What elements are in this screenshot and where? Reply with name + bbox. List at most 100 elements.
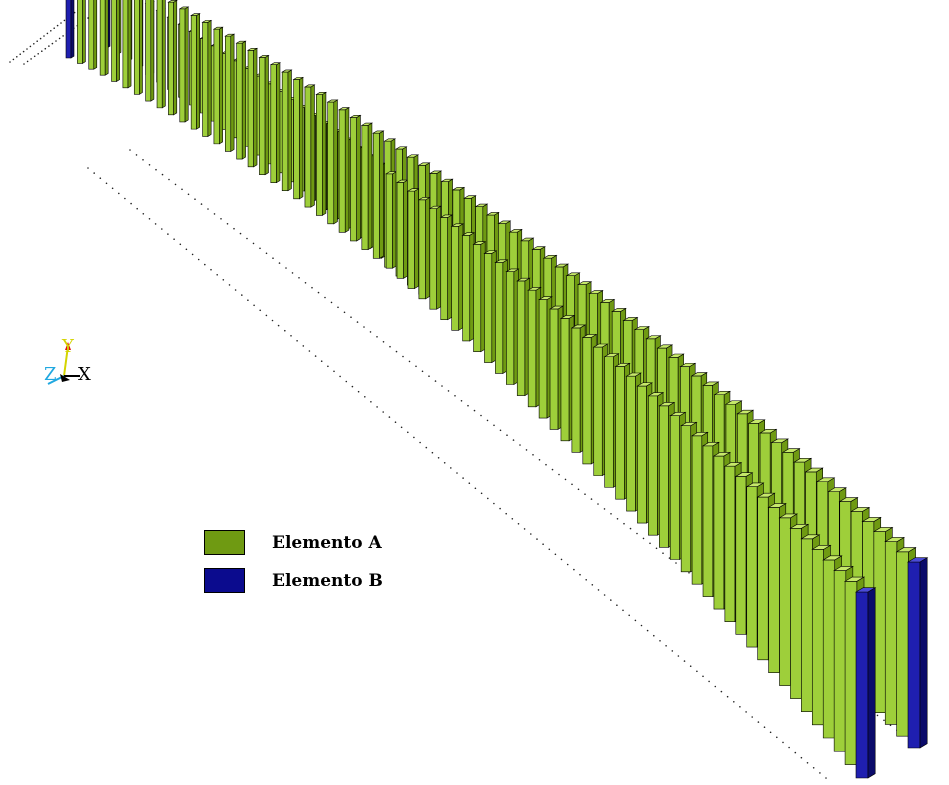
column-elements [65, 0, 929, 779]
guide-dot [174, 183, 177, 186]
column-face [179, 8, 186, 123]
column-face [735, 476, 747, 635]
column-top [440, 178, 454, 182]
column-top [861, 517, 882, 522]
guide-dot [751, 716, 753, 718]
column-face [907, 561, 921, 749]
guide-dot [130, 202, 132, 205]
guide-dot [776, 736, 778, 739]
column-element-a [461, 232, 476, 342]
column-top [190, 13, 201, 16]
guide-dot [688, 572, 690, 574]
guide-dot [185, 248, 188, 251]
column-side [82, 0, 86, 64]
column-top [906, 557, 929, 563]
guide-dot [48, 45, 50, 47]
column-top [516, 277, 531, 282]
column-top [734, 472, 754, 477]
column-face [385, 173, 393, 269]
column-face [429, 208, 437, 310]
column-face [724, 465, 736, 622]
column-top [372, 130, 385, 134]
column-face [779, 517, 791, 686]
column-top [789, 524, 810, 529]
column-top [292, 77, 305, 80]
column-top [417, 162, 431, 166]
column-top [702, 381, 720, 386]
guide-dot [493, 502, 495, 505]
guide-dot [376, 406, 378, 408]
column-top [712, 452, 732, 457]
guide-dot [105, 182, 108, 185]
guide-dot [369, 331, 372, 333]
guide-dot [640, 624, 643, 627]
column-element-a [224, 33, 236, 152]
column-face [372, 132, 380, 259]
guide-dot [19, 53, 22, 55]
column-face [615, 366, 625, 500]
column-side [867, 587, 876, 779]
column-face [527, 289, 537, 408]
column-top [463, 195, 477, 199]
column-face [293, 79, 300, 200]
guide-dot [99, 177, 102, 179]
column-side [207, 19, 212, 137]
column-top [850, 507, 871, 512]
column-face [571, 327, 581, 453]
column-element-a [315, 91, 328, 216]
y-axis-arrowhead [65, 342, 71, 350]
guide-dot [284, 329, 286, 332]
column-top [770, 438, 789, 443]
column-element-a [190, 13, 201, 130]
guide-dot [364, 396, 366, 398]
column-top [428, 205, 442, 209]
guide-dot [129, 149, 131, 151]
column-top [429, 170, 443, 174]
column-face [516, 280, 526, 396]
column-face [801, 538, 813, 712]
guide-dot [26, 60, 29, 63]
column-top [804, 467, 824, 473]
guide-dot [39, 37, 42, 40]
guide-dot [136, 207, 138, 210]
column-face [224, 35, 232, 152]
guide-dot [610, 513, 612, 515]
guide-dot [50, 30, 52, 32]
guide-dot [659, 640, 661, 642]
guide-dot [415, 365, 417, 368]
guide-dot [9, 61, 11, 63]
column-top [576, 281, 593, 285]
guide-dot [278, 262, 281, 264]
guide-dot [296, 340, 298, 342]
guide-dot [46, 32, 49, 35]
guide-dot [382, 411, 385, 413]
column-top [565, 272, 581, 277]
column-side [104, 0, 109, 76]
guide-dot [382, 341, 385, 343]
column-face [451, 226, 460, 331]
guide-dot [623, 522, 625, 525]
column-face [361, 125, 369, 250]
column-top [451, 187, 466, 191]
column-top [636, 382, 654, 387]
guide-dot [298, 277, 300, 279]
column-top [258, 55, 270, 58]
column-face [593, 346, 603, 476]
column-top [581, 334, 598, 338]
column-element-a [406, 188, 420, 290]
column-face [648, 395, 658, 536]
guide-dot [389, 345, 391, 348]
column-top [483, 250, 498, 254]
guide-dot [216, 274, 218, 276]
guide-dot [616, 604, 618, 606]
guide-dot [564, 478, 567, 481]
guide-dot [441, 385, 443, 387]
guide-dot [530, 533, 532, 535]
guide-dot [181, 188, 183, 191]
column-face [506, 271, 515, 385]
column-face [236, 42, 243, 160]
guide-dot [357, 390, 360, 393]
guide-dot [239, 232, 242, 235]
guide-dot [462, 477, 464, 479]
